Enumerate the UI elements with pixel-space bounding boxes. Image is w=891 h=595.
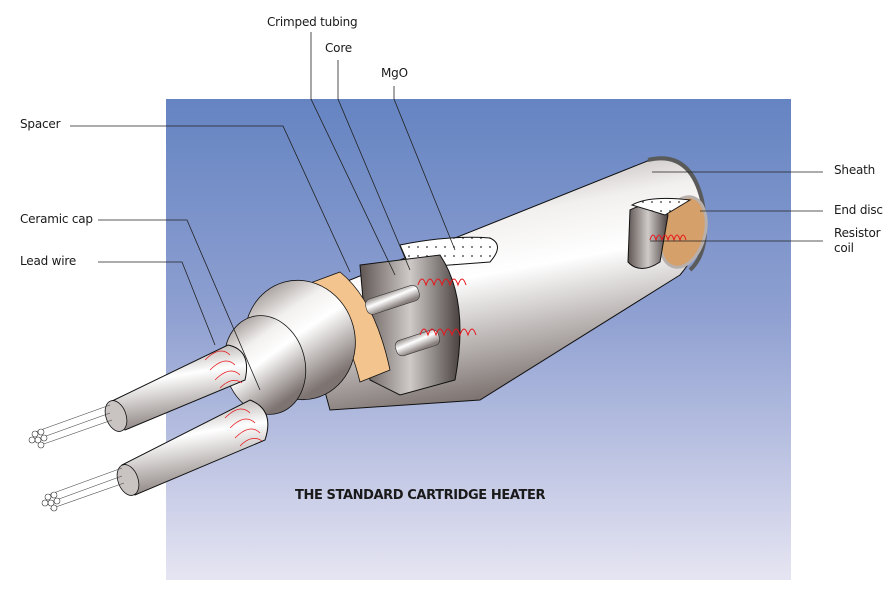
lead-wire-upper <box>28 344 248 449</box>
diagram-title: THE STANDARD CARTRIDGE HEATER <box>295 488 546 503</box>
label-resistor-coil-line2: coil <box>834 241 854 255</box>
label-end-disc: End disc <box>834 203 883 217</box>
label-sheath: Sheath <box>834 163 876 177</box>
label-crimped-tubing: Crimped tubing <box>267 15 358 29</box>
lead-wire-lower <box>41 399 269 512</box>
label-spacer: Spacer <box>20 117 61 131</box>
leader-spacer <box>70 125 351 273</box>
leader-core <box>337 60 411 271</box>
resistor-coil <box>417 234 687 337</box>
leader-ceramic-cap <box>98 219 261 391</box>
leader-mgo <box>393 86 456 251</box>
ceramic-cap <box>223 279 356 415</box>
label-mgo: MgO <box>381 66 408 80</box>
label-resistor-coil-line1: Resistor <box>834 226 881 240</box>
leader-crimped-tubing <box>310 32 396 276</box>
crimped-tubing <box>365 284 441 357</box>
label-ceramic-cap: Ceramic cap <box>20 212 93 226</box>
label-lead-wire: Lead wire <box>20 254 77 268</box>
label-core: Core <box>325 41 352 55</box>
mgo-fill-end <box>630 197 692 216</box>
leader-lead-wire <box>98 261 216 346</box>
